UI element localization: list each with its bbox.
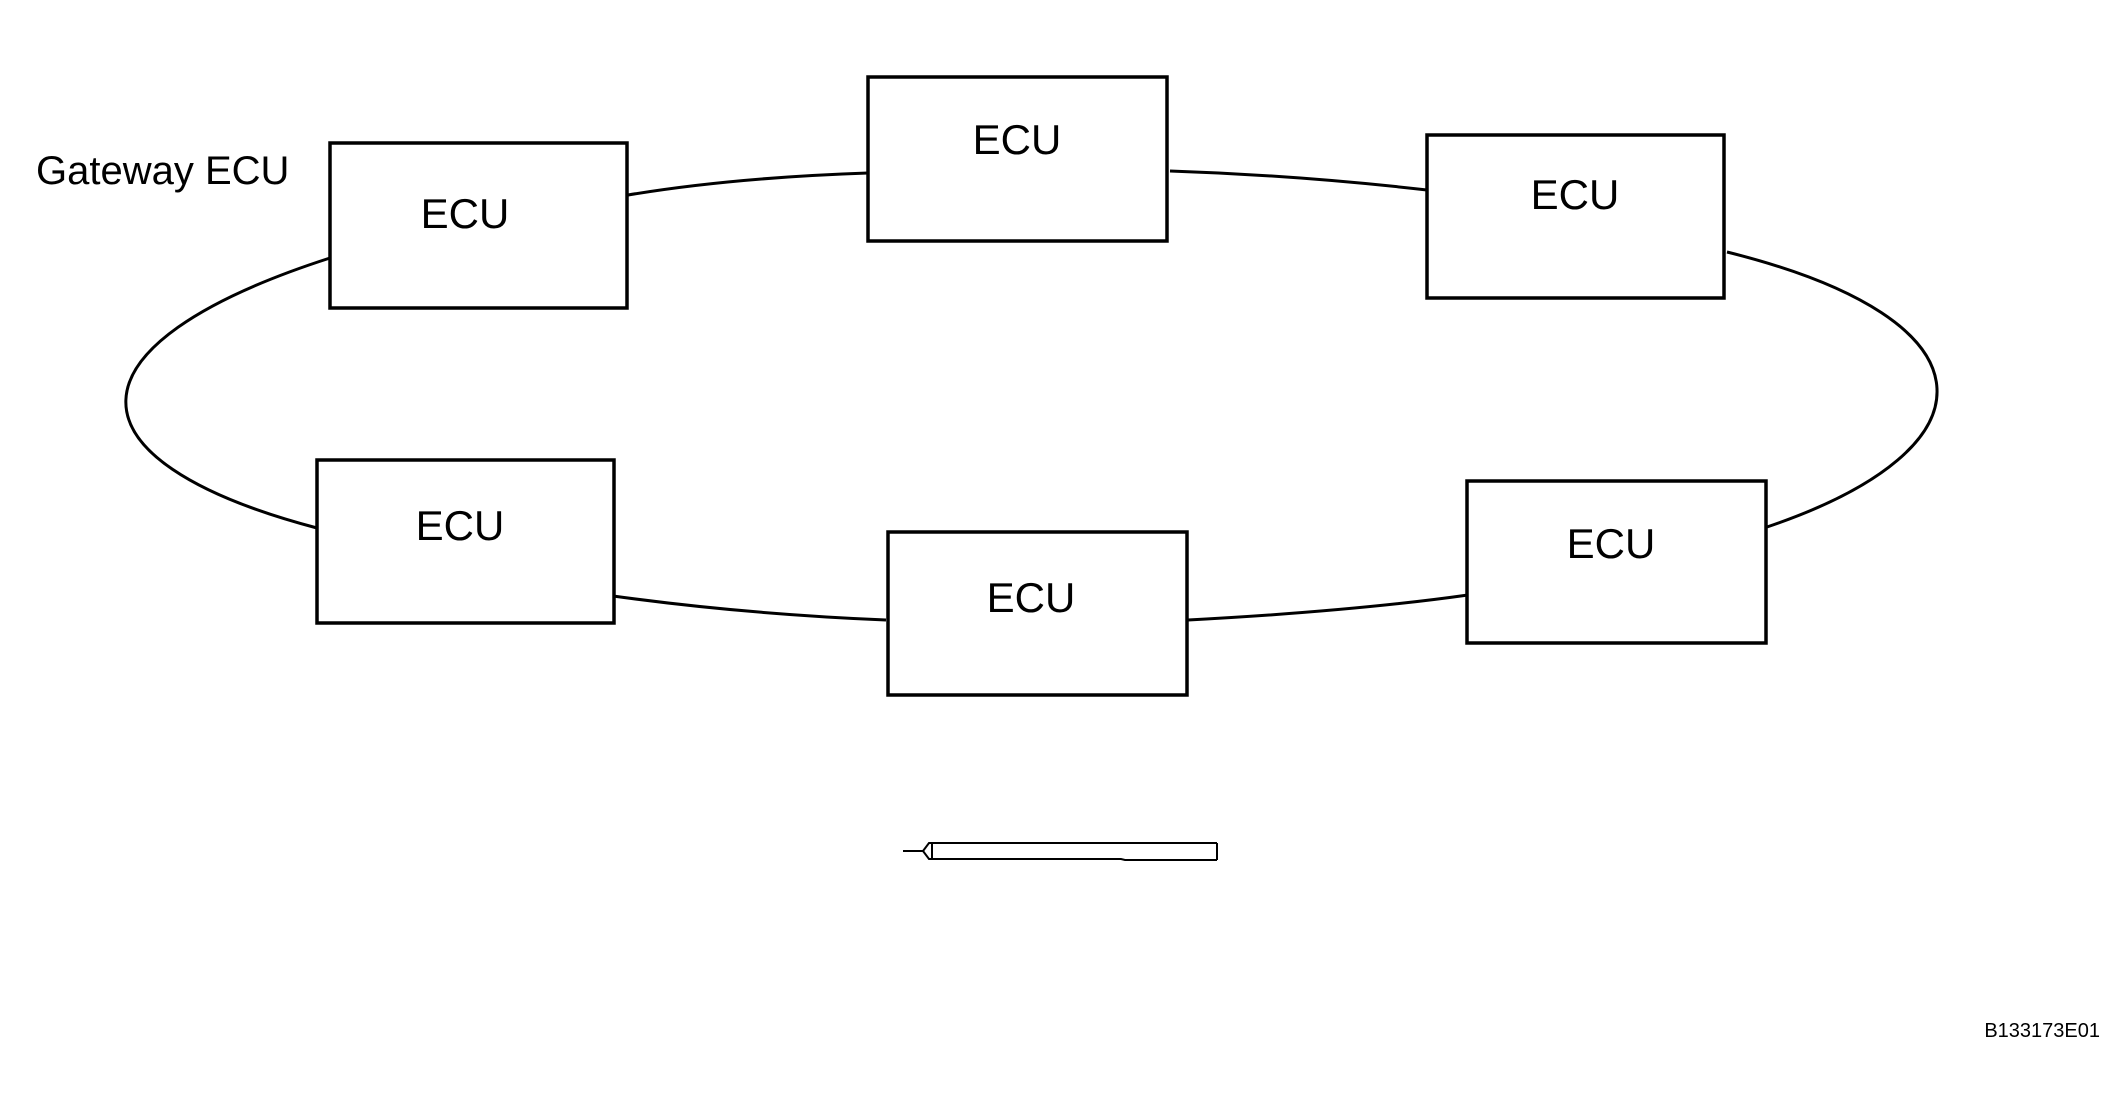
- figure-id: B133173E01: [1984, 1020, 2100, 1042]
- ecu-node-bottom-right: ECU: [1465, 479, 1768, 645]
- ecu-node-bottom-center: ECU: [886, 530, 1189, 697]
- gateway-ecu-label: Gateway ECU: [36, 149, 289, 193]
- ecu-node-top-right: ECU: [1425, 133, 1726, 300]
- ecu-label: ECU: [1531, 171, 1620, 218]
- ecu-label: ECU: [1567, 520, 1656, 567]
- ecu-label: ECU: [973, 116, 1062, 163]
- ecu-label: ECU: [421, 190, 510, 237]
- ecu-label: ECU: [416, 502, 505, 549]
- gateway-ecu-node: ECU: [328, 141, 629, 310]
- ecu-node-top-center: ECU: [866, 75, 1169, 243]
- bus-ring-line: [124, 169, 1939, 622]
- ecu-node-bottom-left: ECU: [315, 458, 616, 625]
- ecu-label: ECU: [987, 574, 1076, 621]
- bus-wire-icon: [903, 842, 1218, 861]
